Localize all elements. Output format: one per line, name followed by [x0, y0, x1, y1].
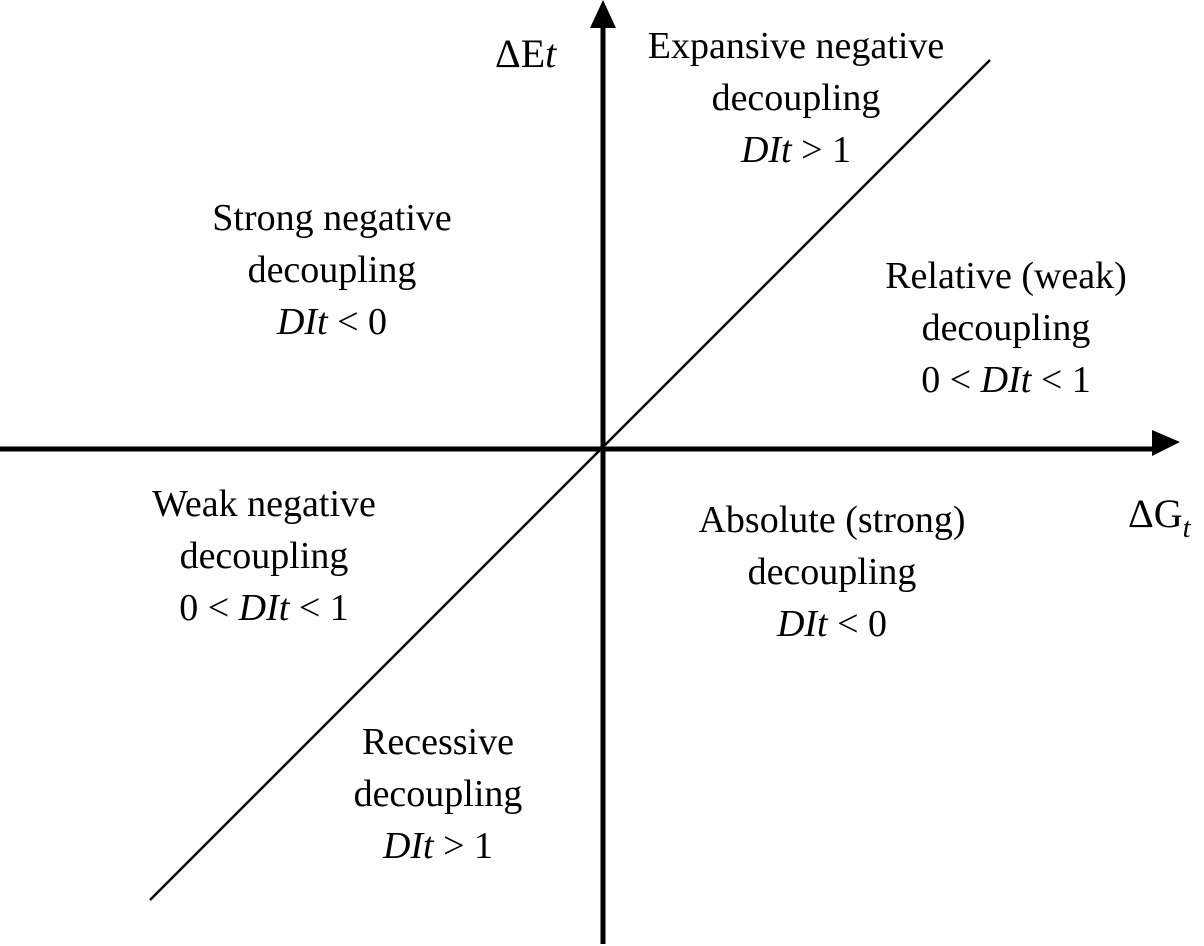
diagonal-line: [149, 59, 991, 901]
region-subtitle: decoupling: [179, 535, 349, 577]
condition-rhs: < 1: [1031, 359, 1091, 401]
condition-sub: t: [278, 587, 290, 629]
x-axis-arrowhead: [1152, 430, 1180, 456]
y-axis-arrowhead: [590, 0, 616, 28]
condition-lhs: 0 <: [179, 587, 239, 629]
y-axis-label-subscript: t: [545, 31, 557, 76]
region-title: Recessive: [362, 721, 514, 763]
region-relative-weak: Relative (weak) decoupling 0 < DIt < 1: [885, 250, 1127, 406]
region-condition: DIt < 0: [212, 296, 452, 348]
region-recessive: Recessive decoupling DIt > 1: [354, 716, 523, 872]
region-condition: 0 < DIt < 1: [152, 582, 376, 634]
region-condition: DIt < 0: [698, 598, 965, 650]
region-subtitle: decoupling: [247, 249, 417, 291]
region-subtitle: decoupling: [747, 551, 917, 593]
region-condition: DIt > 1: [648, 124, 945, 176]
region-title: Relative (weak): [885, 255, 1127, 297]
region-subtitle: decoupling: [921, 307, 1091, 349]
condition-sub: t: [1020, 359, 1032, 401]
y-axis-label-text: ΔE: [495, 31, 546, 76]
y-axis-label: ΔEt: [495, 30, 556, 77]
region-weak-negative: Weak negative decoupling 0 < DIt < 1: [152, 478, 376, 634]
region-strong-negative: Strong negative decoupling DIt < 0: [212, 192, 452, 348]
region-subtitle: decoupling: [353, 773, 523, 815]
condition-rhs: > 1: [791, 129, 852, 171]
region-subtitle: decoupling: [711, 77, 881, 119]
condition-var: DI: [238, 587, 279, 629]
condition-sub: t: [317, 301, 328, 343]
condition-var: DI: [740, 129, 782, 171]
region-title: Absolute (strong): [698, 499, 966, 541]
condition-lhs: 0 <: [921, 359, 981, 401]
region-title: Strong negative: [212, 197, 452, 239]
condition-rhs: < 0: [327, 301, 388, 343]
region-condition: DIt > 1: [354, 820, 523, 872]
condition-var: DI: [276, 301, 318, 343]
x-axis-label-subscript: t: [1182, 512, 1191, 545]
condition-sub: t: [781, 129, 792, 171]
region-absolute-strong: Absolute (strong) decoupling DIt < 0: [698, 494, 965, 650]
condition-var: DI: [382, 825, 424, 867]
x-axis-label-text: ΔG: [1128, 491, 1183, 536]
region-condition: 0 < DIt < 1: [885, 354, 1127, 406]
region-expansive-negative: Expansive negative decoupling DIt > 1: [648, 20, 945, 176]
condition-var: DI: [776, 603, 818, 645]
condition-rhs: < 1: [289, 587, 349, 629]
condition-sub: t: [423, 825, 434, 867]
region-title: Expansive negative: [647, 25, 945, 67]
condition-rhs: < 0: [827, 603, 888, 645]
condition-rhs: > 1: [433, 825, 494, 867]
x-axis-label: ΔGt: [1128, 490, 1191, 545]
condition-sub: t: [817, 603, 828, 645]
region-title: Weak negative: [152, 483, 376, 525]
condition-var: DI: [980, 359, 1021, 401]
